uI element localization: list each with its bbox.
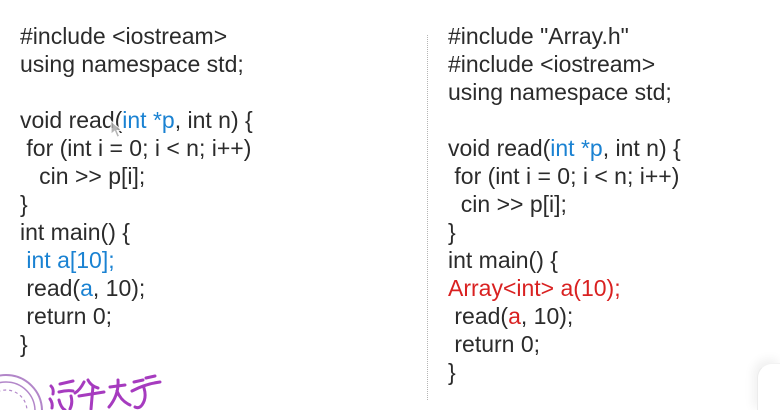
code-line xyxy=(448,106,681,134)
left-code-column: #include <iostream>using namespace std; v… xyxy=(20,22,253,358)
code-line: int main() { xyxy=(20,218,253,246)
code-line: } xyxy=(448,218,681,246)
code-segment: a xyxy=(80,275,93,301)
code-segment: , 10); xyxy=(92,275,146,301)
code-line: void read(int *p, int n) { xyxy=(448,134,681,162)
code-line: } xyxy=(20,330,253,358)
code-line xyxy=(20,78,253,106)
code-segment: return 0; xyxy=(448,331,541,357)
code-line: void read(int *p, int n) { xyxy=(20,106,253,134)
code-segment: } xyxy=(20,191,28,217)
code-line: using namespace std; xyxy=(448,78,681,106)
code-segment: #include "Array.h" xyxy=(448,23,629,49)
code-segment: int *p xyxy=(122,107,175,133)
code-segment: read( xyxy=(448,303,509,329)
code-line: return 0; xyxy=(20,302,253,330)
code-segment: cin >> p[i]; xyxy=(20,163,146,189)
code-segment: } xyxy=(448,359,456,385)
code-line: read(a, 10); xyxy=(20,274,253,302)
code-segment: int main() { xyxy=(448,247,558,273)
code-segment: a xyxy=(508,303,521,329)
code-segment: for (int i = 0; i < n; i++) xyxy=(20,135,252,161)
code-segment: , int n) { xyxy=(174,107,253,133)
code-segment: return 0; xyxy=(20,303,113,329)
right-code-column: #include "Array.h"#include <iostream>usi… xyxy=(448,22,681,386)
tsinghua-calligraphy-logo xyxy=(48,374,162,410)
tsinghua-seal-icon xyxy=(0,374,43,410)
code-segment: } xyxy=(20,331,28,357)
code-segment: int main() { xyxy=(20,219,130,245)
code-segment: int a[10]; xyxy=(26,247,115,273)
code-segment: Array<int> a(10); xyxy=(448,275,621,301)
code-segment: cin >> p[i]; xyxy=(448,191,567,217)
code-line: Array<int> a(10); xyxy=(448,274,681,302)
code-line: read(a, 10); xyxy=(448,302,681,330)
code-line: cin >> p[i]; xyxy=(448,190,681,218)
code-line: int a[10]; xyxy=(20,246,253,274)
code-segment: , int n) { xyxy=(602,135,681,161)
column-divider xyxy=(427,35,428,400)
corner-overlay-card xyxy=(757,363,780,410)
code-line: for (int i = 0; i < n; i++) xyxy=(20,134,253,162)
code-line: } xyxy=(448,358,681,386)
code-segment: void read( xyxy=(20,107,123,133)
code-segment: void read( xyxy=(448,135,551,161)
code-segment: for (int i = 0; i < n; i++) xyxy=(448,163,680,189)
code-segment: using namespace std; xyxy=(448,79,672,105)
code-segment: read( xyxy=(20,275,81,301)
code-line: cin >> p[i]; xyxy=(20,162,253,190)
code-segment: #include <iostream> xyxy=(20,23,228,49)
code-line: #include <iostream> xyxy=(20,22,253,50)
code-line: using namespace std; xyxy=(20,50,253,78)
code-segment: int *p xyxy=(550,135,603,161)
code-segment: } xyxy=(448,219,456,245)
code-line: #include "Array.h" xyxy=(448,22,681,50)
code-segment: #include <iostream> xyxy=(448,51,656,77)
code-segment: using namespace std; xyxy=(20,51,244,77)
code-line: int main() { xyxy=(448,246,681,274)
code-line: #include <iostream> xyxy=(448,50,681,78)
code-line: for (int i = 0; i < n; i++) xyxy=(448,162,681,190)
code-segment: , 10); xyxy=(520,303,574,329)
code-line: return 0; xyxy=(448,330,681,358)
code-line: } xyxy=(20,190,253,218)
